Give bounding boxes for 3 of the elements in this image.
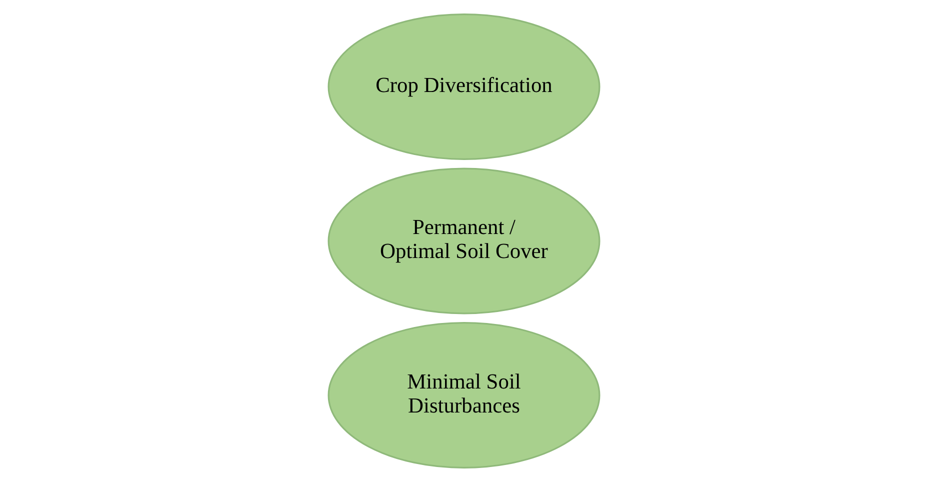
node-ellipse: Permanent / Optimal Soil Cover [328, 167, 600, 314]
node-ellipse: Minimal Soil Disturbances [328, 322, 600, 468]
node-ellipse: Crop Diversification [328, 13, 600, 160]
